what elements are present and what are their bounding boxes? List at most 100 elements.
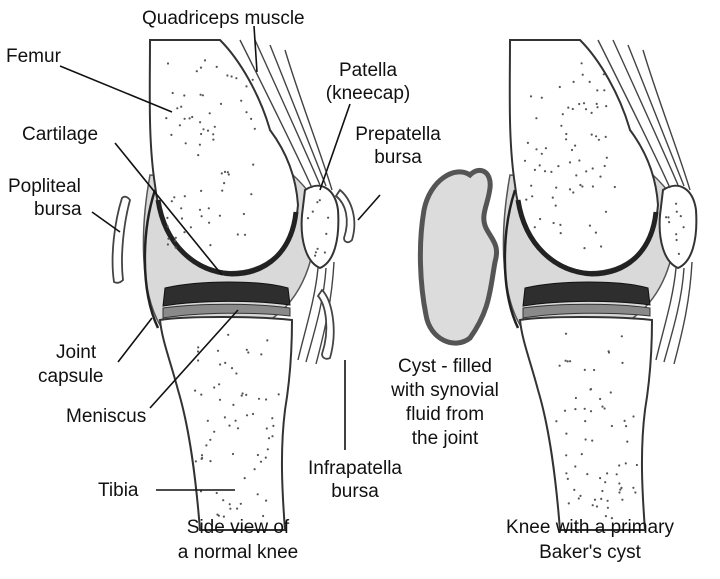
caption-left-line2: a normal knee [178,542,298,563]
texture-dot [262,514,265,518]
texture-dot [232,403,235,406]
texture-dot [212,138,215,141]
texture-dot [595,102,598,105]
texture-dot [601,405,604,408]
texture-dot [188,117,191,120]
texture-dot [572,191,575,194]
texture-dot [311,210,314,213]
texture-dot [272,424,275,427]
caption-right-line1: Knee with a primary [506,517,674,538]
label-infrapatella-line2: bursa [331,481,379,502]
texture-dot [604,210,608,213]
texture-dot [596,106,599,109]
texture-dot [679,215,682,218]
texture-dot [580,453,583,456]
texture-dot [213,386,216,389]
label-joint-line1: Joint [56,342,97,363]
label-popliteal-line2: bursa [34,199,82,220]
texture-dot [675,233,678,236]
texture-dot [605,105,608,108]
texture-dot [197,346,200,349]
label-cyst-line2: with synovial [390,380,499,401]
label-cyst-line3: fluid from [406,404,484,425]
texture-dot [675,210,678,213]
texture-dot [525,198,528,201]
texture-dot [198,208,202,211]
texture-dot [245,85,248,88]
texture-dot [585,170,588,173]
label-cyst-line1: Cyst - filled [398,356,492,377]
prepatella-bursa [334,188,356,244]
texture-dot [256,493,259,496]
texture-dot [221,189,224,192]
texture-dot [166,216,169,219]
texture-dot [579,183,582,187]
texture-dot [229,507,232,510]
caption-left-line1: Side view of [187,517,290,538]
bakers-cyst [417,168,500,346]
texture-dot [625,425,628,428]
texture-dot [564,359,567,362]
labels: Femur Quadriceps muscle Patella (kneecap… [6,8,499,502]
texture-dot [199,121,202,124]
texture-dot [228,503,231,506]
texture-dot [618,491,621,494]
texture-dot [568,188,572,191]
label-patella-line1: Patella [339,60,398,81]
texture-dot [526,141,530,144]
texture-dot [216,349,220,352]
infrapatella-bursa-shape [316,288,335,360]
texture-dot [166,243,169,246]
texture-dot [606,499,609,502]
texture-dot [253,127,256,130]
texture-dot [259,460,263,463]
texture-dot [535,148,538,151]
texture-dot [223,182,226,185]
texture-dot [610,424,614,428]
leader-lines [59,25,381,491]
texture-dot [218,214,221,217]
texture-dot [682,226,685,229]
texture-dot [236,427,240,430]
texture-dot [539,217,542,221]
texture-dot [552,221,555,225]
texture-dot [174,236,177,239]
meniscus-lower-left [162,303,291,319]
texture-dot [250,193,253,196]
texture-dot [632,415,635,418]
texture-dot [566,360,569,363]
texture-dot [245,348,248,351]
label-prepatella-line2: bursa [374,147,422,168]
texture-dot [540,96,543,99]
texture-dot [208,112,211,115]
texture-dot [597,138,601,141]
texture-dot [581,73,584,76]
texture-dot [604,481,607,484]
texture-dot [200,189,203,192]
texture-dot [618,464,621,467]
bone-texture-left [165,59,330,518]
texture-dot [235,372,238,375]
texture-dot [578,102,581,106]
meniscus-right [522,281,651,307]
texture-dot [543,170,547,173]
texture-dot [180,207,183,210]
texture-dot [570,148,574,152]
texture-dot [667,216,670,219]
quadriceps-tendon-right [597,39,691,191]
leader-cartilage [114,142,223,276]
patella-right [658,184,698,270]
texture-dot [245,414,249,417]
texture-dot [560,124,563,127]
texture-dot [609,391,612,394]
texture-dot [223,170,227,173]
texture-dot [266,448,269,451]
texture-dot [227,173,230,176]
texture-dot [253,468,256,471]
texture-dot [618,482,621,485]
texture-dot [314,254,317,257]
texture-dot [184,142,187,145]
texture-dot [209,244,212,247]
texture-dot [574,408,577,411]
label-cartilage: Cartilage [22,124,98,145]
